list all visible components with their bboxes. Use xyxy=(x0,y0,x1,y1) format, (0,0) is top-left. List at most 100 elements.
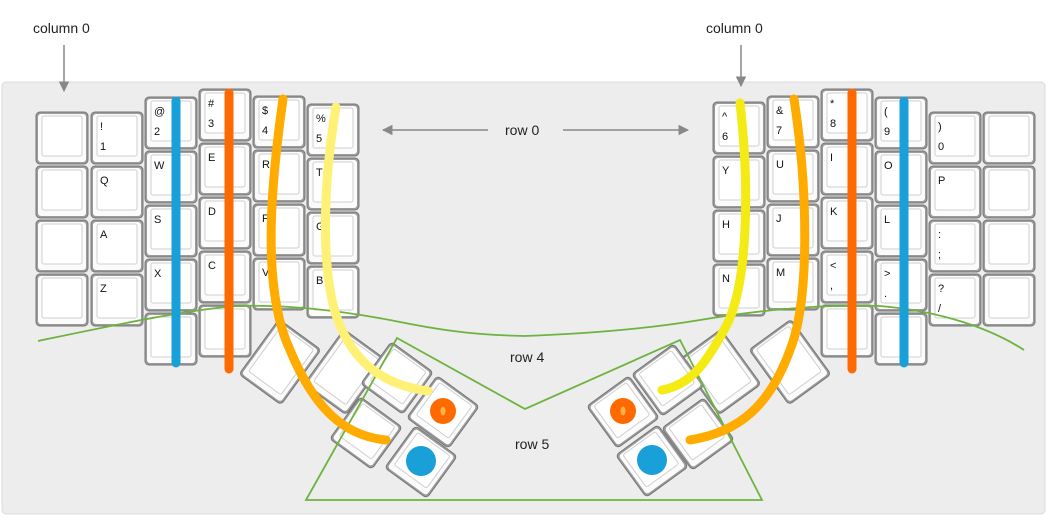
key-left-col2-row0: @2 xyxy=(144,96,198,150)
key-legend-top: ! xyxy=(100,121,103,133)
key-legend-bottom: 0 xyxy=(938,141,944,153)
key-legend-top: I xyxy=(830,152,833,164)
key-legend-top: Y xyxy=(722,165,730,177)
key-right-col1-row1: P xyxy=(928,165,982,219)
thumb-left-1 xyxy=(240,320,320,404)
key-legend-top: N xyxy=(722,273,730,285)
key-legend-top: S xyxy=(154,214,161,226)
row-boundary-lines xyxy=(37,304,1025,501)
key-left-col0-row0 xyxy=(35,111,89,165)
key-legend-top: U xyxy=(776,159,784,171)
key-left-col0-row3 xyxy=(35,273,89,327)
key-left-col1-row2: A xyxy=(90,219,144,273)
key-legend-top: R xyxy=(262,159,270,171)
key-legend-top: W xyxy=(154,160,165,172)
key-legend-top: F xyxy=(262,213,269,225)
key-legend-bottom: 9 xyxy=(884,126,890,138)
key-left-col5-row2: G xyxy=(306,211,360,265)
key-legend-top: % xyxy=(316,113,326,125)
key-left-col2-row1: W xyxy=(144,150,198,204)
key-left-col2-row3: X xyxy=(144,258,198,312)
row4-boundary-left xyxy=(37,304,526,342)
key-legend-top: J xyxy=(776,213,782,225)
key-left-col0-row1 xyxy=(35,165,89,219)
dot-left-blue xyxy=(406,446,436,476)
trace-left-col5 xyxy=(321,102,433,396)
key-legend-bottom: 6 xyxy=(722,131,728,143)
key-legend-top: ^ xyxy=(722,111,728,123)
key-legend-top: D xyxy=(208,206,216,218)
key-legend-bottom: 3 xyxy=(208,118,214,130)
column-traces xyxy=(171,88,909,445)
key-legend-top: < xyxy=(830,260,836,272)
key-legend-top: B xyxy=(316,275,323,287)
key-left-col1-row1: Q xyxy=(90,165,144,219)
key-legend-bottom: 8 xyxy=(830,118,836,130)
key-legend-top: & xyxy=(776,105,784,117)
key-legend-top: O xyxy=(884,160,893,172)
key-right-col3-row4 xyxy=(820,304,874,358)
key-legend-top: P xyxy=(938,175,945,187)
key-right-col1-row3: ?/ xyxy=(928,273,982,327)
key-legend-top: C xyxy=(208,260,216,272)
label-column-left: column 0 xyxy=(33,20,90,36)
key-left-col1-row3: Z xyxy=(90,273,144,327)
key-legend-top: ? xyxy=(938,283,944,295)
thumb-right-2 xyxy=(680,330,760,414)
key-legend-top: > xyxy=(884,268,890,280)
key-legend-bottom: 7 xyxy=(776,125,782,137)
key-right-col0-row3 xyxy=(982,273,1036,327)
key-legend-top: M xyxy=(776,267,785,279)
thumb-region-outline xyxy=(304,336,764,501)
key-legend-top: Z xyxy=(100,283,107,295)
key-legend-bottom: 1 xyxy=(100,141,106,153)
key-right-col0-row0 xyxy=(982,111,1036,165)
key-legend-top: ) xyxy=(938,121,942,133)
key-legend-top: X xyxy=(154,268,162,280)
label-row0: row 0 xyxy=(505,122,539,138)
thumb-dots xyxy=(406,398,667,476)
dot-right-blue xyxy=(637,445,667,475)
key-right-col0-row2 xyxy=(982,219,1036,273)
key-left-col0-row2 xyxy=(35,219,89,273)
key-legend-bottom: , xyxy=(830,280,833,292)
key-right-col1-row0: )0 xyxy=(928,111,982,165)
key-left-col4-row2: F xyxy=(252,203,306,257)
key-left-col2-row4 xyxy=(144,312,198,366)
key-legend-top: G xyxy=(316,221,325,233)
key-legend-top: K xyxy=(830,206,838,218)
key-legend-top: E xyxy=(208,152,215,164)
key-right-col4-row3: M xyxy=(766,257,820,311)
key-legend-bottom: / xyxy=(938,303,942,315)
key-left-col1-row0: !1 xyxy=(90,111,144,165)
trace-right-col4 xyxy=(685,94,810,445)
key-legend-top: @ xyxy=(154,106,165,118)
key-right-col3-row0: *8 xyxy=(820,88,874,142)
key-legend-top: L xyxy=(884,214,890,226)
key-legend-top: $ xyxy=(262,105,268,117)
key-right-col4-row2: J xyxy=(766,203,820,257)
key-legend-bottom: . xyxy=(884,288,887,300)
key-right-col3-row2: K xyxy=(820,196,874,250)
key-legend-bottom: 5 xyxy=(316,133,322,145)
key-left-col5-row1: T xyxy=(306,157,360,211)
key-right-col1-row2: :; xyxy=(928,219,982,273)
key-right-col0-row1 xyxy=(982,165,1036,219)
label-row4: row 4 xyxy=(510,349,544,365)
key-legend-top: : xyxy=(938,229,941,241)
key-right-col4-row1: U xyxy=(766,149,820,203)
label-column-right: column 0 xyxy=(706,20,763,36)
thumb-right-3 xyxy=(632,344,704,416)
key-legend-bottom: 2 xyxy=(154,126,160,138)
annotation-arrows xyxy=(58,45,747,136)
trace-right-col5 xyxy=(657,98,751,395)
key-legend-top: # xyxy=(208,98,215,110)
key-legend-top: * xyxy=(830,98,835,110)
key-legend-top: H xyxy=(722,219,730,231)
key-legend-top: ( xyxy=(884,106,888,118)
key-legend-top: T xyxy=(316,167,323,179)
key-legend-top: Q xyxy=(100,175,109,187)
key-legend-bottom: 4 xyxy=(262,125,268,137)
row4-boundary-right xyxy=(524,304,1025,351)
